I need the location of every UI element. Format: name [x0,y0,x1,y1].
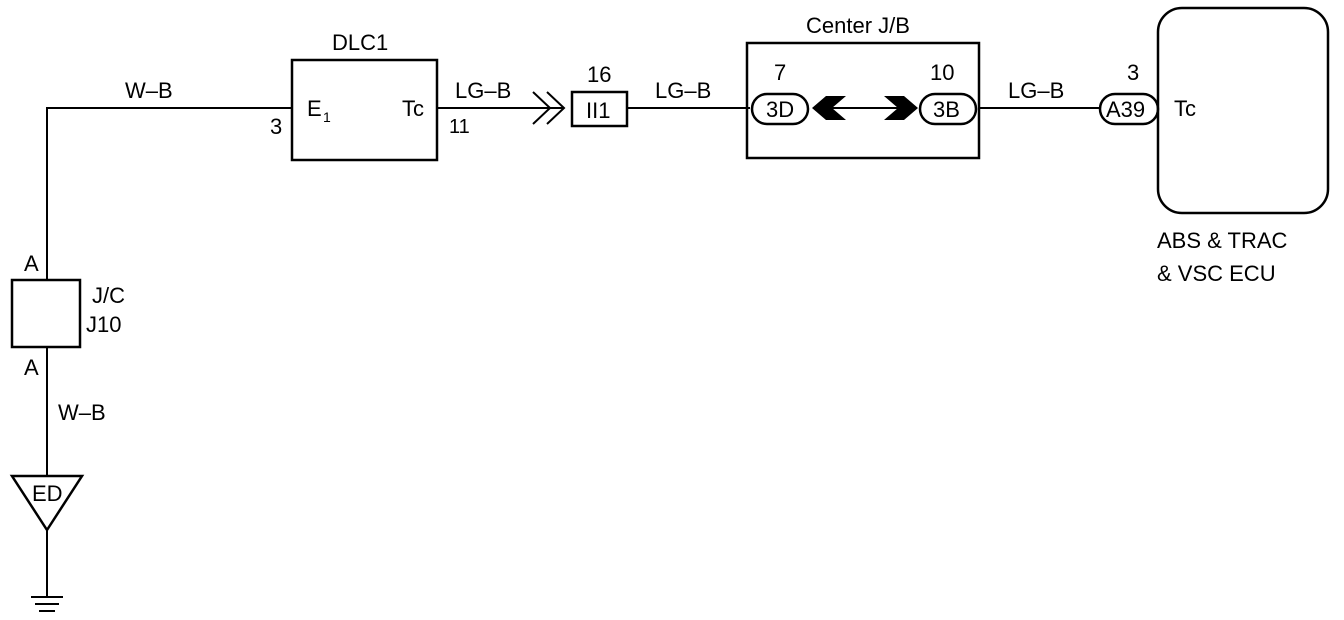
wire-label-w-b-top: W–B [125,78,173,103]
ecu-a39-connector [1098,92,1160,126]
connector-ii1-pin: 16 [587,62,611,87]
center-jb-3d-connector [750,92,810,126]
dlc1-box [290,58,439,162]
connector-ii1-label: II1 [586,98,610,123]
jb-left-arrow-icon [812,96,846,120]
junction-connector-j10 [10,278,82,349]
dlc1-pin-e1-number: 3 [270,114,282,139]
center-jb-box [745,41,981,160]
junction-bottom-pin-label: A [24,355,39,380]
dlc1-pin-tc-number: 11 [449,116,470,138]
ecu-a39-label: A39 [1106,97,1145,122]
center-jb-3d-label: 3D [766,97,794,122]
center-jb-3b-label: 3B [933,97,960,122]
ecu-pin-number: 3 [1127,60,1139,85]
center-jb-3b-connector [918,92,978,126]
junction-label-j10: J10 [86,312,121,337]
ecu-pin-tc: Tc [1174,96,1196,121]
dlc1-pin-e1: E [307,96,322,121]
jb-right-arrow-icon [884,96,918,120]
ecu-name-line1: ABS & TRAC [1157,228,1288,253]
ground-point-label: ED [32,481,63,506]
wire-label-lg-b-2: LG–B [655,78,711,103]
junction-label-jc: J/C [92,283,125,308]
wire-label-lg-b-1: LG–B [455,78,511,103]
dlc1-title: DLC1 [332,30,388,55]
chassis-ground-icon [31,596,63,612]
ecu-name-line2: & VSC ECU [1157,261,1276,286]
wire-label-w-b-bottom: W–B [58,400,106,425]
junction-top-pin-label: A [24,251,39,276]
ground-wire [46,107,292,597]
center-jb-left-pin: 7 [774,60,786,85]
dlc1-pin-tc: Tc [402,96,424,121]
center-jb-title: Center J/B [806,13,910,38]
wire-label-lg-b-3: LG–B [1008,78,1064,103]
dlc1-pin-e1-subscript: 1 [323,109,331,125]
center-jb-right-pin: 10 [930,60,954,85]
chevron-connector-icon [532,91,566,125]
ground-point-triangle [9,474,85,533]
